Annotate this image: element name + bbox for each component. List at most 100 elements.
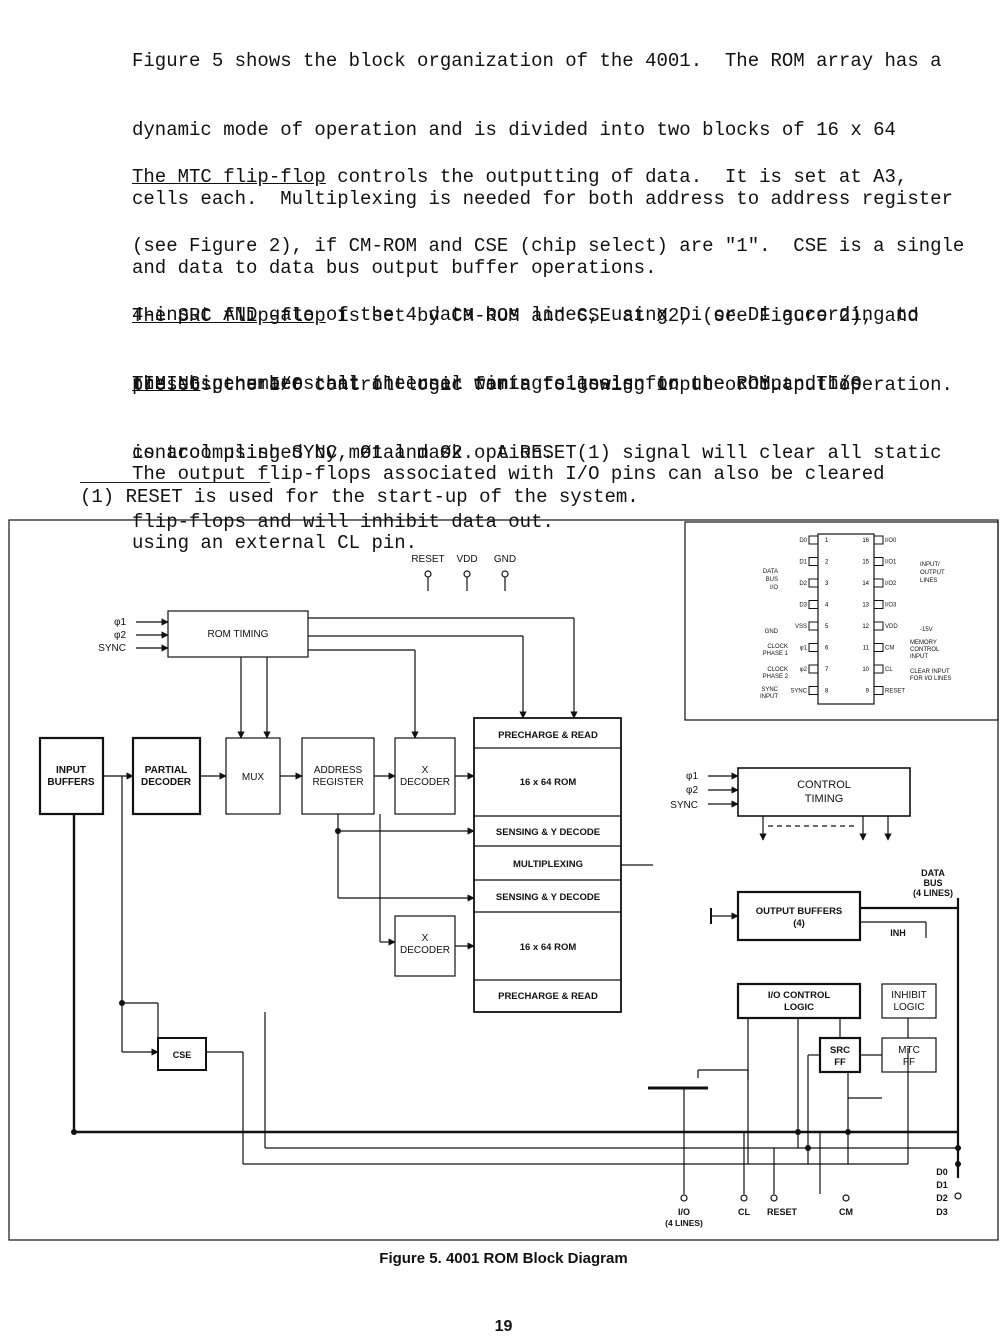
text-line: and data to data bus output buffer opera… xyxy=(132,257,657,279)
pinout-pin-stub xyxy=(873,600,884,609)
label-partial-decoder-2: DECODER xyxy=(141,777,192,788)
pinout-pin-name: I/O3 xyxy=(885,603,897,609)
text-line: presets the I/O control logic for a foll… xyxy=(132,374,953,396)
text-fragment: generates all internal timing signals fo… xyxy=(200,373,862,395)
pinout-group-sync: SYNC xyxy=(761,687,778,693)
pinout-pin-stub xyxy=(808,621,819,631)
label-sync-rom: SYNC xyxy=(98,643,126,654)
label-phi1-ctrl: φ1 xyxy=(686,771,698,782)
pinout-pin-number: 9 xyxy=(866,689,870,695)
pinout-pin-stub xyxy=(808,643,819,652)
label-inh: INH xyxy=(890,928,906,938)
pinout-group-clear: CLEAR INPUT xyxy=(910,669,950,675)
reset-pin-icon xyxy=(424,570,432,578)
text-line: The SRC flip-flop is set by CM-ROM and C… xyxy=(132,305,1002,328)
text-line: is accomplished by metal mask option. xyxy=(132,442,554,464)
pinout-group-data: DATA xyxy=(763,569,778,575)
label-d0: D0 xyxy=(936,1167,948,1177)
label-phi2-ctrl: φ2 xyxy=(686,785,698,796)
address-register-box xyxy=(301,737,375,815)
label-gnd: GND xyxy=(494,554,516,565)
pinout-group-clock1: CLOCK xyxy=(767,644,788,650)
label-control-timing-1: CONTROL xyxy=(797,779,851,791)
figure-caption: Figure 5. 4001 ROM Block Diagram xyxy=(379,1250,628,1267)
term-timing: TIMING xyxy=(132,373,201,395)
label-input-buffers-2: BUFFERS xyxy=(47,777,95,788)
pinout-chip-body xyxy=(817,533,875,705)
label-control-timing-2: TIMING xyxy=(805,793,844,805)
label-partial-decoder-1: PARTIAL xyxy=(145,765,188,776)
text-line: The MTC flip-flop controls the outputtin… xyxy=(132,166,1002,189)
pinout-pin-number: 16 xyxy=(862,538,869,544)
pinout-pin-name: D1 xyxy=(799,560,807,566)
text-line: the chip number that the user wants to a… xyxy=(132,373,862,395)
gnd-pin-icon xyxy=(501,570,509,578)
label-io-control-2: LOGIC xyxy=(784,1002,814,1013)
pinout-group-clock2: CLOCK xyxy=(767,667,788,673)
label-phi1-rom: φ1 xyxy=(114,617,126,628)
diagram-frame xyxy=(8,519,999,1241)
label-rom-top: 16 x 64 ROM xyxy=(520,777,577,788)
pinout-pin-number: 4 xyxy=(825,603,829,609)
label-mtc-ff-1: MTC xyxy=(898,1045,920,1056)
pinout-pin-name: CL xyxy=(885,667,893,673)
label-multiplexing: MULTIPLEXING xyxy=(513,859,583,870)
pinout-group-output: OUTPUT xyxy=(920,570,945,576)
paragraph-timing: TIMING generates all internal timing sig… xyxy=(132,327,1002,557)
pinout-pin-number: 11 xyxy=(863,646,870,652)
label-output-buffers-1: OUTPUT BUFFERS xyxy=(756,906,843,917)
label-precharge-top: PRECHARGE & READ xyxy=(498,730,598,741)
cm-pin-icon xyxy=(842,1194,850,1202)
pinout-pin-number: 7 xyxy=(825,667,829,673)
pinout-frame xyxy=(684,521,999,721)
text-fragment: controls the outputting of data. It is s… xyxy=(325,166,908,188)
term-mtc-flip-flop: The MTC flip-flop xyxy=(132,166,326,188)
pinout-pin-number: 2 xyxy=(825,560,829,566)
pinout-pin-stub xyxy=(873,535,884,545)
text-line: flip-flops and will inhibit data out. xyxy=(132,511,554,533)
footnote: (1) RESET is used for the start-up of th… xyxy=(80,486,639,508)
pinout-pin-name: φ2 xyxy=(800,667,808,673)
text-line: control using SYNC, Ø1 and Ø2. A RESET(1… xyxy=(132,442,942,464)
pinout-pin-stub xyxy=(873,621,884,631)
pinout-pin-number: 3 xyxy=(825,581,829,587)
data-pin-icon xyxy=(954,1192,962,1200)
pinout-pin-stub xyxy=(808,578,819,588)
label-mux: MUX xyxy=(242,772,265,783)
label-data-bus-3: (4 LINES) xyxy=(913,888,953,898)
label-reset-bottom: RESET xyxy=(767,1207,798,1217)
pinout-group-io: I/O xyxy=(770,585,778,591)
text-line: Figure 5 shows the block organization of… xyxy=(132,50,942,72)
pinout-pin-name: SYNC xyxy=(790,689,807,695)
pinout-group-lines: LINES xyxy=(920,578,937,584)
pinout-group-cinput: INPUT xyxy=(910,654,928,660)
reset-bottom-pin-icon xyxy=(770,1194,778,1202)
label-inhibit-logic-1: INHIBIT xyxy=(891,990,927,1001)
pinout-group-forio: FOR I/O LINES xyxy=(910,676,951,682)
pinout-group-control: CONTROL xyxy=(910,647,940,653)
label-sensing-top: SENSING & Y DECODE xyxy=(496,827,600,838)
label-x-decoder-top-1: X xyxy=(422,765,429,776)
block-diagram: RESET VDD GND φ1 φ2 SYNC ROM TIMING INPU… xyxy=(8,519,999,1241)
label-io-pin: I/O xyxy=(678,1207,690,1217)
text-line: TIMING generates all internal timing sig… xyxy=(132,373,1002,396)
label-data-bus-1: DATA xyxy=(921,868,945,878)
input-buffers-box xyxy=(38,736,105,816)
label-io-control-1: I/O CONTROL xyxy=(768,990,830,1001)
label-output-buffers-2: (4) xyxy=(793,918,805,929)
pinout-group-gnd: GND xyxy=(765,629,779,635)
pinout-pin-number: 12 xyxy=(862,624,869,630)
cl-pin-icon xyxy=(740,1194,748,1202)
pinout-pin-name: CM xyxy=(885,646,894,652)
pinout-group-input: INPUT xyxy=(760,694,778,700)
x-decoder-top-box xyxy=(394,737,456,815)
pinout-group-memory: MEMORY xyxy=(910,640,937,646)
pinout-pin-stub xyxy=(873,557,884,566)
pinout-pin-stub xyxy=(873,664,884,674)
label-rom-timing: ROM TIMING xyxy=(208,629,269,640)
pinout-pin-number: 6 xyxy=(825,646,829,652)
pinout-pin-name: I/O0 xyxy=(885,538,897,544)
io-pin-icon xyxy=(680,1194,688,1202)
inhibit-logic-box xyxy=(881,983,937,1019)
label-phi2-rom: φ2 xyxy=(114,630,126,641)
